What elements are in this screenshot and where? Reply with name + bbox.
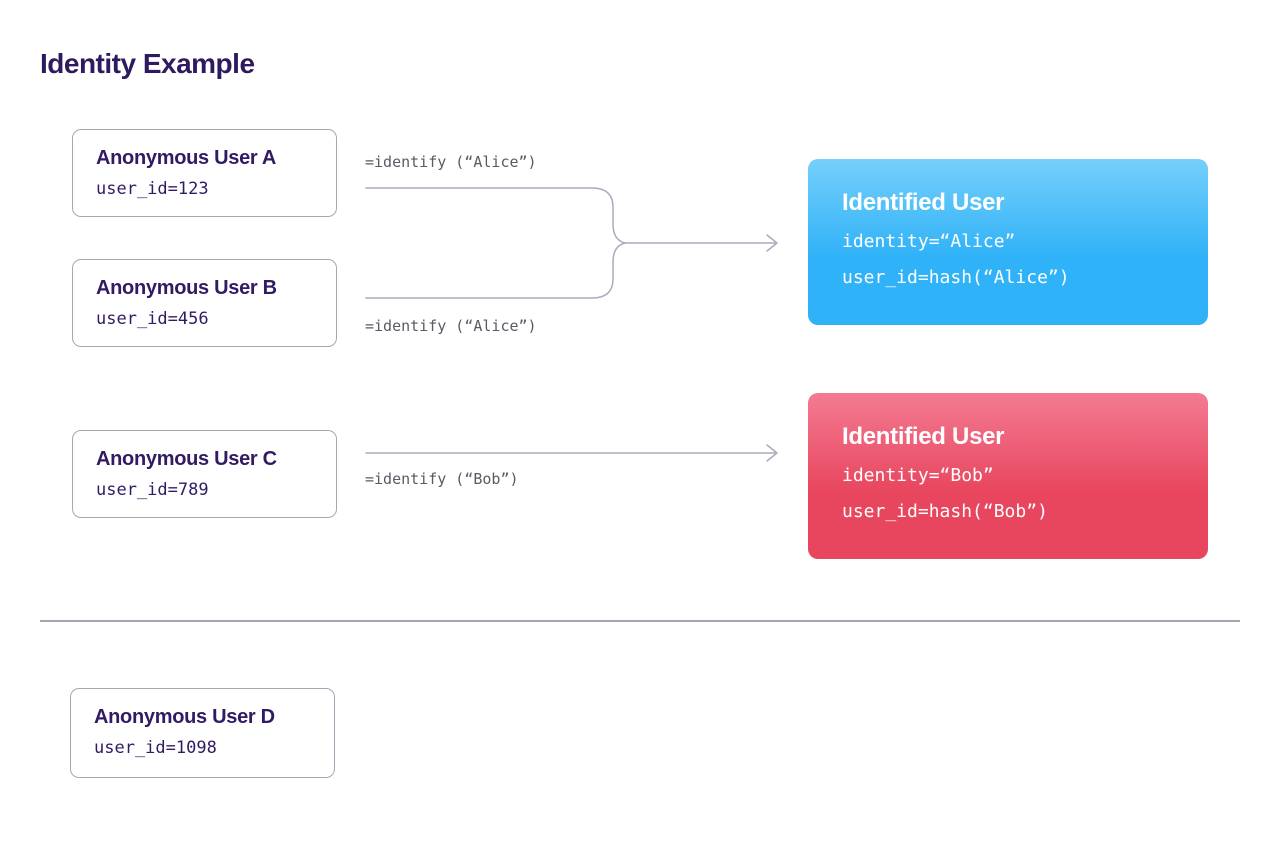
arrowhead-c-icon: [766, 444, 778, 462]
arrowhead-merge-icon: [766, 234, 778, 252]
anonymous-user-b-card: Anonymous User B user_id=456: [72, 259, 337, 347]
anonymous-user-c-title: Anonymous User C: [96, 448, 277, 470]
identified-user-alice-identity: identity=“Alice”: [842, 231, 1016, 252]
anonymous-user-c-id: user_id=789: [96, 480, 209, 500]
connector-a-path: [365, 187, 626, 244]
page-title: Identity Example: [40, 48, 255, 79]
anonymous-user-d-card: Anonymous User D user_id=1098: [70, 688, 335, 778]
anonymous-user-a-card: Anonymous User A user_id=123: [72, 129, 337, 217]
connector-b-path: [365, 242, 626, 299]
identified-user-alice-card: Identified User identity=“Alice” user_id…: [808, 159, 1208, 325]
identified-user-alice-id: user_id=hash(“Alice”): [842, 267, 1070, 288]
anonymous-user-b-title: Anonymous User B: [96, 277, 277, 299]
identified-user-alice-title: Identified User: [842, 189, 1005, 216]
anonymous-user-d-id: user_id=1098: [94, 738, 217, 758]
anonymous-user-a-id: user_id=123: [96, 179, 209, 199]
identify-label-alice-a: =identify (“Alice”): [365, 153, 537, 171]
section-divider: [40, 620, 1240, 622]
anonymous-user-c-card: Anonymous User C user_id=789: [72, 430, 337, 518]
identify-label-bob: =identify (“Bob”): [365, 470, 519, 488]
identified-user-bob-identity: identity=“Bob”: [842, 465, 994, 486]
identified-user-bob-id: user_id=hash(“Bob”): [842, 501, 1048, 522]
identified-user-bob-title: Identified User: [842, 423, 1005, 450]
identified-user-bob-card: Identified User identity=“Bob” user_id=h…: [808, 393, 1208, 559]
anonymous-user-b-id: user_id=456: [96, 309, 209, 329]
anonymous-user-d-title: Anonymous User D: [94, 706, 275, 728]
identify-label-alice-b: =identify (“Alice”): [365, 317, 537, 335]
anonymous-user-a-title: Anonymous User A: [96, 147, 277, 169]
